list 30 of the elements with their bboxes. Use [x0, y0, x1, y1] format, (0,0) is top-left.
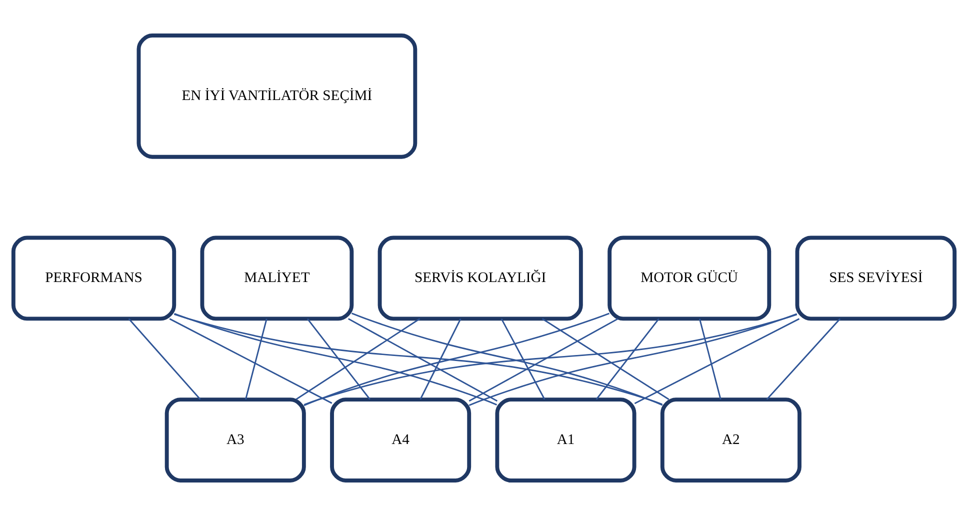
- connector: [348, 318, 498, 402]
- node-box: A2: [660, 397, 802, 482]
- connector: [244, 318, 268, 400]
- connector: [420, 318, 462, 400]
- connector: [542, 318, 670, 400]
- connector: [296, 318, 420, 400]
- connector: [174, 312, 498, 405]
- node-box: A1: [495, 397, 636, 482]
- connector: [351, 312, 663, 406]
- node-box: A4: [330, 397, 472, 482]
- node-box: MOTOR GÜCÜ: [608, 235, 772, 320]
- connector: [634, 318, 800, 404]
- connector: [698, 318, 722, 400]
- connector: [304, 312, 610, 406]
- node-box: SES SEVİYESİ: [795, 235, 957, 320]
- connector: [128, 318, 201, 400]
- connector: [766, 318, 841, 400]
- connector: [468, 318, 618, 402]
- connector: [304, 313, 798, 405]
- connector: [174, 313, 662, 404]
- node-box: EN İYİ VANTİLATÖR SEÇİMİ: [136, 33, 418, 158]
- connector: [596, 318, 660, 400]
- connector: [306, 318, 370, 400]
- connector: [500, 318, 546, 400]
- node-box: SERVİS KOLAYLIĞI: [378, 235, 583, 320]
- connector: [468, 312, 798, 406]
- connector: [169, 318, 332, 404]
- node-box: A3: [164, 397, 306, 482]
- node-box: PERFORMANS: [11, 235, 176, 320]
- node-box: MALİYET: [200, 235, 354, 320]
